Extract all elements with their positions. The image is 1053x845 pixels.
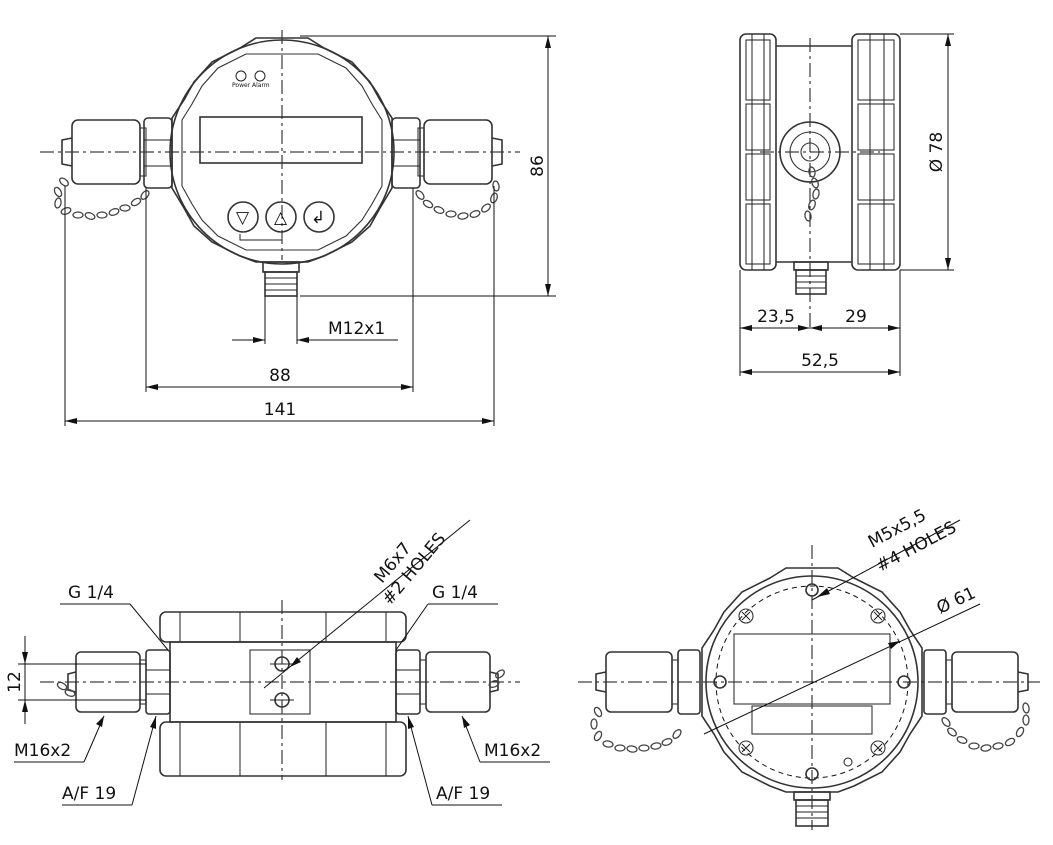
enter-arrow-icon: ↲ [311,208,325,228]
up-button [265,201,297,233]
dim-port-m12: M12x1 [328,319,385,339]
side-chain [803,165,821,223]
enter-button [303,201,335,233]
bottom-view: M6x7 #2 HOLES G 1/4 G 1/4 12 M16x2 M16x2… [5,519,550,806]
dim-width-88: 88 [269,366,291,386]
display-window [199,116,363,164]
up-arrow-icon: △ [274,208,288,228]
bottom-left-chain [55,680,77,699]
back-view: M5x5,5 #4 HOLES Ø 61 [578,505,1040,830]
label-g14-left: G 1/4 [68,583,114,603]
dim-right-29: 29 [845,307,867,327]
dim-diameter-61: Ø 61 [934,583,979,618]
back-housing [701,567,923,793]
back-left-chain [590,705,684,754]
screw-icons [738,608,886,756]
side-view: Ø 78 23,5 29 52,5 [739,33,954,376]
dim-height-12: 12 [5,671,25,693]
dim-width-141: 141 [264,400,296,420]
dim-total-52-5: 52,5 [801,351,839,371]
alarm-led-icon [254,70,266,82]
down-button [227,201,259,233]
left-cap [71,119,141,185]
alarm-indicator-label: Alarm [252,82,270,89]
side-fitting [779,121,841,183]
power-led-icon [235,70,247,82]
label-af19-right: A/F 19 [436,784,490,804]
label-af19-left: A/F 19 [62,784,116,804]
down-arrow-icon: ▽ [236,208,250,228]
right-chain [413,179,501,221]
power-indicator-label: Power [232,82,251,89]
front-view: Power Alarm ▽ △ ↲ [40,30,556,426]
label-g14-right: G 1/4 [432,583,478,603]
label-m16x2-right: M16x2 [484,741,541,761]
dim-left-23-5: 23,5 [757,307,795,327]
dim-diameter-78: Ø 78 [927,132,947,172]
dim-height-86: 86 [528,155,548,177]
label-m16x2-left: M16x2 [14,741,71,761]
